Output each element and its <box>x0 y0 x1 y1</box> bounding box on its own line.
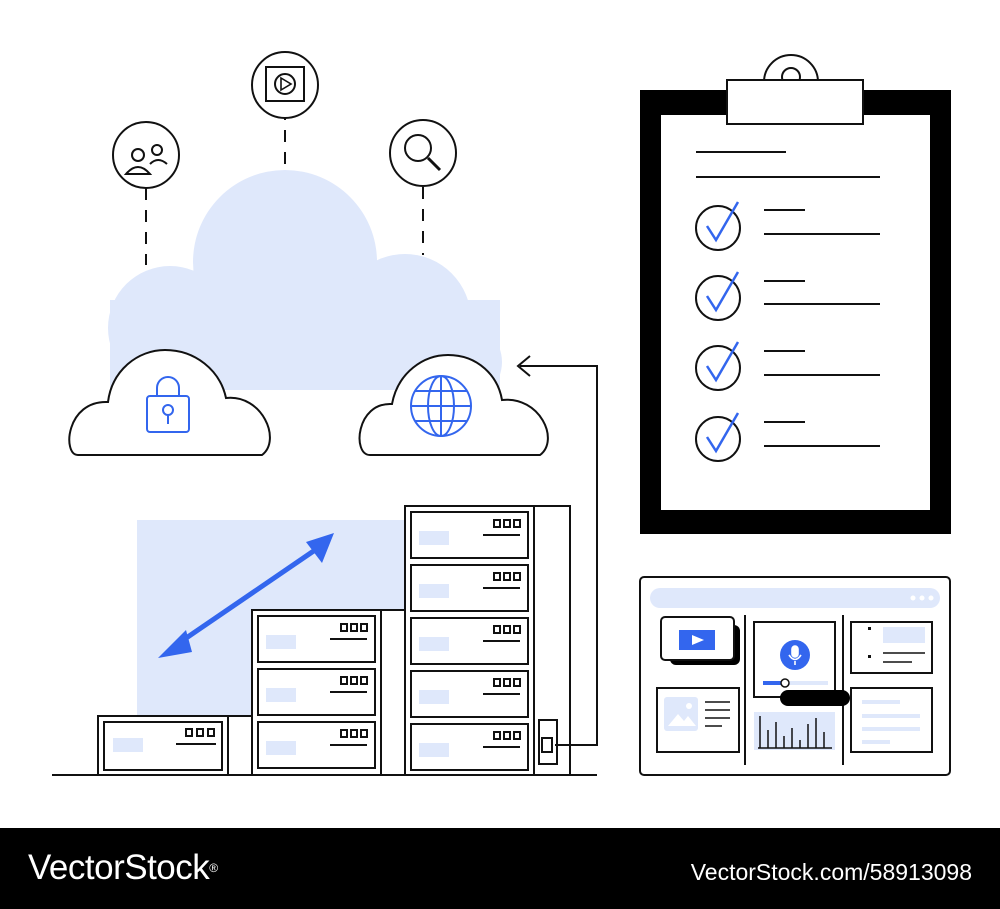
users-icon <box>112 121 180 189</box>
checklist-item <box>695 412 880 462</box>
server-unit <box>410 670 529 718</box>
clipboard-checklist <box>640 54 951 534</box>
server-unit <box>257 668 376 716</box>
server-unit <box>410 564 529 612</box>
play-icon <box>692 635 704 645</box>
server-unit <box>410 617 529 665</box>
illustration <box>52 51 951 776</box>
audio-recorder-panel <box>753 621 836 698</box>
list-card <box>850 621 933 674</box>
footer-bar: VectorStock® VectorStock.com/58913098 <box>0 828 1000 909</box>
registered-mark: ® <box>209 861 218 875</box>
check-icon <box>705 201 740 243</box>
checklist-item <box>695 271 880 321</box>
server-unit <box>410 511 529 559</box>
mini-bar-chart <box>754 712 835 750</box>
globe-icon <box>410 375 472 437</box>
scale-arrow-icon <box>158 533 334 658</box>
server-unit <box>257 615 376 663</box>
video-play-icon <box>251 51 319 119</box>
video-player-panel <box>660 616 740 665</box>
server-small <box>97 715 229 776</box>
check-icon <box>705 412 740 454</box>
checklist-item <box>695 341 880 391</box>
upload-connector <box>516 355 598 746</box>
server-tall <box>404 505 571 776</box>
brand-name: VectorStock <box>28 848 210 887</box>
cloud-network-group <box>68 51 549 456</box>
check-icon <box>705 341 740 383</box>
search-icon <box>389 119 457 187</box>
checklist-item <box>695 201 880 251</box>
brand-logo[interactable]: VectorStock® <box>28 848 218 888</box>
lock-icon <box>146 376 190 433</box>
cloud-globe <box>358 353 549 456</box>
microphone-icon <box>788 645 802 665</box>
window-dots-icon <box>910 595 934 601</box>
server-racks <box>52 355 598 776</box>
text-card <box>850 687 933 753</box>
image-id-text: VectorStock.com/58913098 <box>690 859 972 885</box>
server-unit <box>257 721 376 769</box>
server-unit <box>410 723 529 771</box>
dashboard-window <box>639 576 951 776</box>
image-icon <box>668 714 696 726</box>
cloud-lock <box>68 348 271 456</box>
check-icon <box>705 271 740 313</box>
image-text-card <box>656 687 740 753</box>
server-medium <box>251 609 382 776</box>
